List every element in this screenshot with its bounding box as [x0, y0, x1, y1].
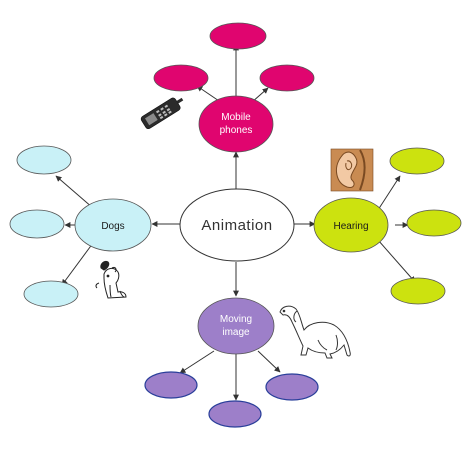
node-center: Animation — [179, 188, 295, 262]
hearing-leaf-bottom — [390, 277, 446, 305]
moving-leaf-left — [144, 371, 198, 399]
node-mobile-label-line1: Mobile — [221, 112, 251, 123]
mobile-leaf-group — [153, 22, 315, 92]
node-moving-label-line2: image — [222, 327, 250, 338]
node-hearing-label: Hearing — [333, 221, 368, 232]
dogs-leaf-group — [9, 145, 79, 308]
connector-hearing-top — [377, 175, 401, 211]
node-dogs: Dogs — [74, 198, 152, 252]
connector-dogs-bottom — [61, 242, 94, 286]
hearing-leaf-group — [389, 147, 462, 305]
node-moving: Moving image — [197, 297, 275, 355]
hearing-leaf-mid — [406, 209, 462, 237]
node-dogs-label: Dogs — [101, 221, 124, 232]
center-label: Animation — [201, 217, 272, 234]
dog-icon — [95, 261, 127, 299]
dogs-leaf-mid — [9, 209, 65, 239]
moving-leaf-group — [144, 371, 319, 428]
connector-dogs-top — [55, 175, 94, 209]
mobile-phone-icon — [140, 97, 184, 130]
connector-hearing-bottom — [377, 239, 416, 283]
connector-moving-left — [179, 350, 215, 374]
node-hearing: Hearing — [313, 197, 389, 253]
dogs-leaf-top — [16, 145, 72, 175]
dogs-leaf-bottom — [23, 280, 79, 308]
hearing-leaf-top — [389, 147, 445, 175]
node-mobile-label-line2: phones — [220, 125, 253, 136]
moving-leaf-right — [265, 373, 319, 401]
node-moving-label-line1: Moving — [220, 314, 252, 325]
dinosaur-icon — [279, 305, 351, 359]
mobile-leaf-top — [209, 22, 267, 50]
node-mobile: Mobile phones — [198, 95, 274, 153]
connector-moving-right — [257, 350, 281, 373]
moving-leaf-bottom — [208, 400, 262, 428]
mobile-leaf-right — [259, 64, 315, 92]
ear-icon — [330, 148, 374, 192]
mobile-leaf-left — [153, 64, 209, 92]
